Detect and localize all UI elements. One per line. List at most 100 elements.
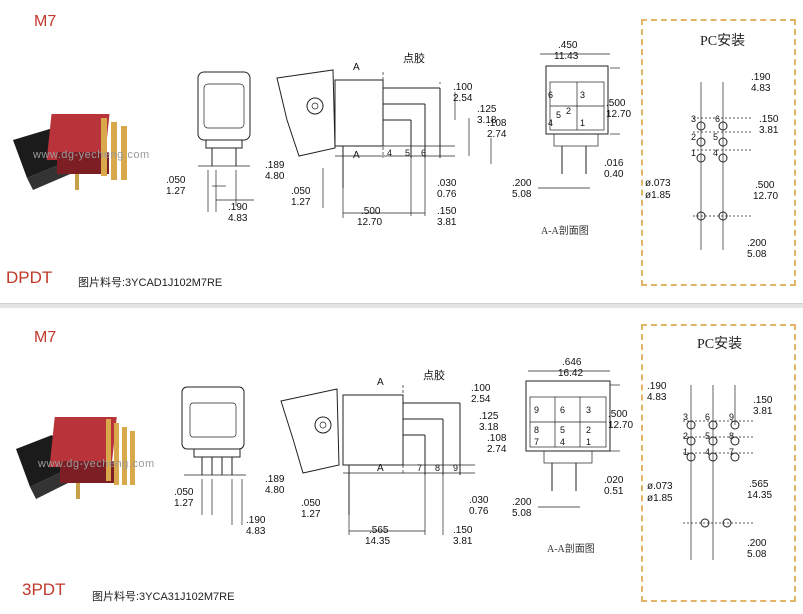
front-dim-4: 4.83 [228,213,248,224]
side-dim-7-b: .150 [453,525,473,536]
sec-pin-3: 3 [580,90,585,100]
section-caption-bottom: A-A剖面图 [547,544,595,555]
sec-dim-4-b: 12.70 [608,420,633,431]
pin-9: 9 [453,463,458,473]
section-mark-a1: A [353,62,360,73]
sec-pin-7: 7 [534,437,539,447]
pin-7: 7 [417,463,422,473]
section-view-bottom: .646 16.42 9 6 3 8 5 2 7 4 1 .500 12.70 … [512,357,633,519]
pc-layout-top: 3 6 2 5 1 4 .190 4.83 .150 3.81 .500 12.… [645,72,779,260]
side-dim-12-b: 2.54 [471,394,491,405]
pc-pin-7: 7 [729,447,734,457]
sec-dim-7-b: .200 [512,497,532,508]
sec-dim-5: .016 [604,158,624,169]
sec-pin-5-b: 5 [560,425,565,435]
side-dim-8-b: 3.81 [453,536,473,547]
sec-dim-6: 0.40 [604,169,624,180]
pc-dim-7-b: ø.073 [647,481,673,492]
side-dim-14-b: 3.18 [479,422,499,433]
pc-dim-4: 3.81 [759,125,779,136]
pc-layout-bottom: 3 6 9 2 5 8 1 4 7 .190 4.83 .150 3.81 .5… [647,381,773,560]
side-dim-11: .100 [453,82,473,93]
front-dim-1-b: .050 [174,487,194,498]
side-dim-1: .189 [265,160,285,171]
side-dim-5-b: .565 [369,525,389,536]
pc-pin-6: 6 [715,114,720,124]
sec-pin-9: 9 [534,405,539,415]
sec-pin-2: 2 [566,106,571,116]
side-dim-6-b: 14.35 [365,536,390,547]
sec-pin-2-b: 2 [586,425,591,435]
pin-8: 8 [435,463,440,473]
model-label-bottom: M7 [34,329,57,346]
pc-dim-9: .200 [747,238,767,249]
pc-dim-10: 5.08 [747,249,767,260]
pc-dim-1-b: .190 [647,381,667,392]
model-label-top: M7 [34,13,57,30]
side-dim-15: .108 [487,118,507,129]
sec-pin-1-b: 1 [586,437,591,447]
side-dim-15-b: .108 [487,433,507,444]
side-dim-9-b: .030 [469,495,489,506]
config-label-bottom: 3PDT [22,580,66,599]
sec-dim-7: .200 [512,178,532,189]
front-view-top: .050 1.27 .190 4.83 [166,71,254,224]
section-caption-top: A-A剖面图 [541,226,589,237]
pc-dim-3: .150 [759,114,779,125]
side-dim-16-b: 2.74 [487,444,507,455]
pc-pin-3-b: 3 [683,412,688,422]
pc-install-box-bottom [641,324,796,602]
side-dim-12: 2.54 [453,93,473,104]
side-view-top: A A 点胶 4 5 6 .189 4.80 .050 1.27 .500 12… [265,51,507,228]
pc-dim-3-b: .150 [753,395,773,406]
side-dim-14: 3.18 [477,115,497,126]
side-dim-13: .125 [477,104,497,115]
sec-pin-6: 6 [548,90,553,100]
pc-dim-2: 4.83 [751,83,771,94]
sec-dim-3: .500 [606,98,626,109]
pc-pin-2-b: 2 [683,431,688,441]
side-dim-6: 12.70 [357,217,382,228]
sec-dim-4: 12.70 [606,109,631,120]
pin-4: 4 [387,148,392,158]
side-dim-3-b: .050 [301,498,321,509]
side-dim-2-b: 4.80 [265,485,285,496]
watermark-top: www.dg-yecheng.com [32,149,150,161]
sec-pin-5: 5 [556,110,561,120]
pc-dim-6: 12.70 [753,191,778,202]
side-dim-10-b: 0.76 [469,506,489,517]
part-number-top: 图片料号:3YCAD1J102M7RE [78,277,223,289]
front-dim-4-b: 4.83 [246,526,266,537]
side-dim-4-b: 1.27 [301,509,321,520]
sec-pin-3-b: 3 [586,405,591,415]
pc-dim-5: .500 [755,180,775,191]
sec-pin-1: 1 [580,118,585,128]
sec-dim-8-b: 5.08 [512,508,532,519]
pc-dim-10-b: 5.08 [747,549,767,560]
product-photo-top: www.dg-yecheng.com [13,114,150,190]
side-dim-9: .030 [437,178,457,189]
pc-dim-7: ø.073 [645,178,671,189]
sec-pin-6-b: 6 [560,405,565,415]
side-dim-11-b: .100 [471,383,491,394]
sec-pin-4-b: 4 [560,437,565,447]
pc-dim-1: .190 [751,72,771,83]
side-dim-10: 0.76 [437,189,457,200]
pc-pin-9: 9 [729,412,734,422]
sec-dim-1: .450 [558,40,578,51]
pc-pin-4: 4 [713,148,718,158]
pc-install-title-bottom: PC安装 [697,337,743,352]
watermark-bottom: www.dg-yecheng.com [37,458,155,470]
section-mark-a1-b: A [377,377,384,388]
section-divider [0,303,803,308]
side-dim-4: 1.27 [291,197,311,208]
part-number-bottom: 图片料号:3YCA31J102M7RE [92,591,235,603]
front-dim-2: 1.27 [166,186,186,197]
pc-install-box-top [641,19,796,286]
sec-dim-5-b: .020 [604,475,624,486]
pc-pin-1: 1 [691,148,696,158]
glue-label: 点胶 [403,51,425,65]
pc-pin-5-b: 5 [705,431,710,441]
side-dim-7: .150 [437,206,457,217]
product-photo-bottom: www.dg-yecheng.com [16,417,155,499]
